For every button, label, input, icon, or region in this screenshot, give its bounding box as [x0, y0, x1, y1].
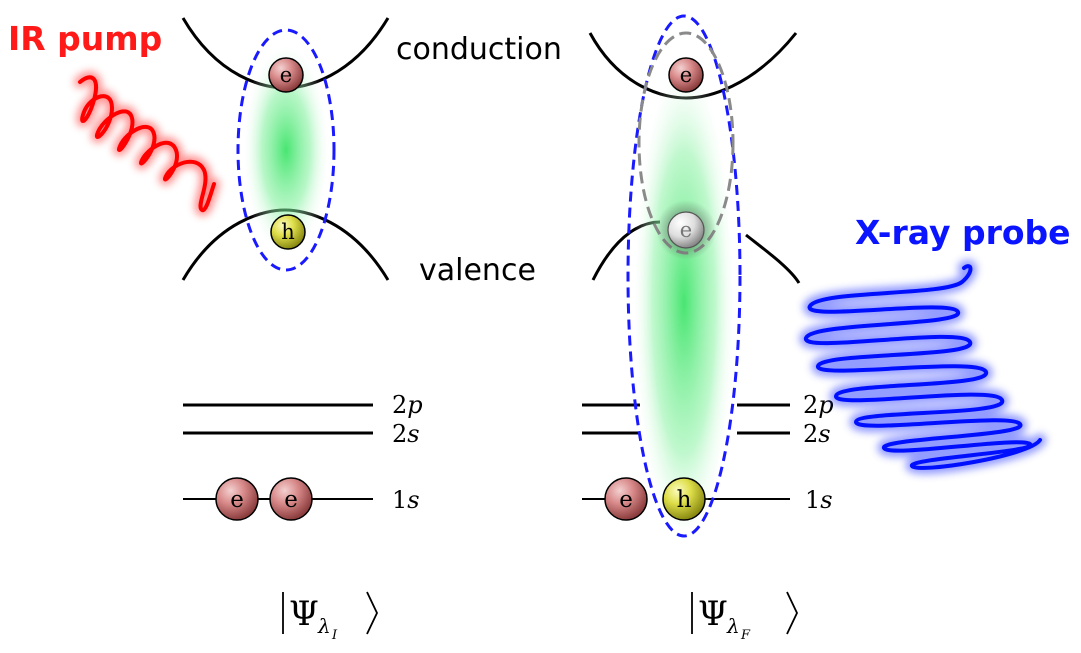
svg-text:e: e: [280, 63, 292, 87]
svg-text:h: h: [281, 220, 295, 244]
svg-text:Ψ: Ψ: [698, 594, 728, 634]
exciton-outline-right: [626, 14, 742, 538]
level-2p-label-right: 2p: [803, 391, 834, 419]
svg-text:e: e: [680, 63, 692, 87]
electron-icon: e: [269, 477, 313, 521]
state-initial-ket: Ψ λ I: [282, 591, 378, 643]
hole-icon: h: [270, 214, 306, 250]
exciton-glow-right: [632, 28, 736, 528]
valence-label: valence: [419, 253, 536, 288]
electron-icon: e: [668, 57, 704, 93]
level-1s-label-left: 1s: [392, 486, 420, 514]
initial-state-panel: e h e e 2p 2s 1s Ψ λ: [181, 17, 423, 643]
valence-electron-icon: e: [656, 200, 716, 260]
svg-text:e: e: [619, 487, 633, 513]
final-state-panel: e e e h 2p 2s 1s Ψ λ F: [582, 14, 834, 643]
xray-probe-label: X-ray probe: [855, 213, 1071, 252]
svg-text:F: F: [740, 628, 751, 643]
svg-text:e: e: [230, 487, 244, 513]
state-final-ket: Ψ λ F: [691, 591, 798, 643]
level-2p-label-left: 2p: [392, 391, 423, 419]
svg-text:h: h: [677, 487, 692, 513]
svg-text:e: e: [284, 487, 298, 513]
svg-text:Ψ: Ψ: [289, 594, 319, 634]
level-2s-label-left: 2s: [392, 420, 420, 448]
svg-text:e: e: [680, 218, 692, 242]
level-2s-label-right: 2s: [803, 420, 831, 448]
hole-icon: h: [662, 477, 706, 521]
level-1s-label-right: 1s: [805, 486, 833, 514]
xray-probe-wave-icon: [799, 259, 1047, 475]
exciton-glow-left: [242, 40, 330, 260]
svg-text:λ: λ: [317, 614, 331, 638]
svg-text:I: I: [331, 628, 338, 643]
svg-text:λ: λ: [726, 614, 740, 638]
ir-pump-wave-icon: [74, 71, 220, 217]
electron-icon: e: [604, 477, 648, 521]
exciton-outline-left: [236, 28, 336, 272]
electron-icon: e: [215, 477, 259, 521]
ir-pump-label: IR pump: [8, 19, 162, 58]
electron-icon: e: [268, 57, 304, 93]
conduction-label: conduction: [396, 32, 562, 67]
valence-band-right-2: [745, 233, 801, 284]
